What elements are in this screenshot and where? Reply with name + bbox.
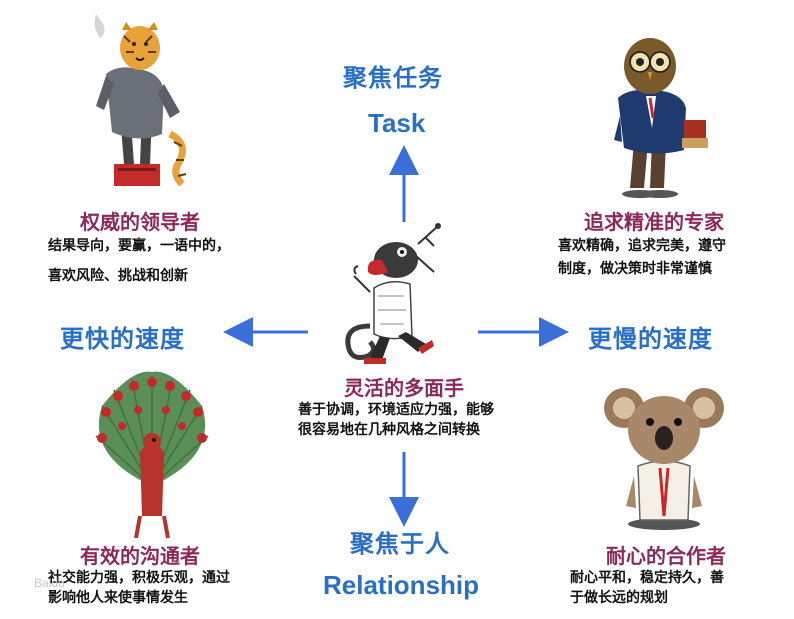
owl-desc-line-1: 喜欢精确，追求完美，遵守 — [558, 238, 726, 254]
axis-left-label: 更快的速度 — [60, 325, 185, 353]
tiger-desc-line-1: 结果导向，要赢，一语中的， — [48, 238, 230, 254]
peacock-desc-line-2: 影响他人来使事情发生 — [48, 590, 188, 606]
peacock-title: 有效的沟通者 — [80, 544, 200, 568]
peacock-icon — [92, 366, 212, 542]
axis-right-label: 更慢的速度 — [588, 325, 713, 353]
chameleon-title: 灵活的多面手 — [344, 376, 464, 400]
koala-desc-line-2: 于做长远的规划 — [570, 590, 668, 606]
owl-title: 追求精准的专家 — [584, 210, 724, 234]
owl-icon — [598, 38, 722, 198]
tiger-desc-line-2: 喜欢风险、挑战和创新 — [48, 268, 188, 284]
koala-desc-line-1: 耐心平和，稳定持久，善 — [570, 570, 724, 586]
axis-bottom-label: 聚焦于人 — [350, 530, 450, 558]
chameleon-icon — [334, 216, 452, 368]
axis-top-en-label: Task — [368, 108, 426, 138]
axis-top-label: 聚焦任务 — [343, 64, 443, 92]
koala-icon — [604, 376, 724, 532]
chameleon-desc-line-1: 善于协调，环境适应力强，能够 — [298, 402, 494, 418]
tiger-icon — [78, 14, 196, 196]
chameleon-desc-line-2: 很容易地在几种风格之间转换 — [298, 422, 480, 438]
axis-bottom-en-label: Relationship — [323, 570, 480, 600]
owl-desc-line-2: 制度，做决策时非常谨慎 — [558, 261, 712, 277]
watermark-logo: Baidu — [34, 576, 65, 590]
peacock-desc-line-1: 社交能力强，积极乐观，通过 — [48, 570, 230, 586]
koala-title: 耐心的合作者 — [606, 544, 726, 568]
tiger-title: 权威的领导者 — [80, 210, 200, 234]
